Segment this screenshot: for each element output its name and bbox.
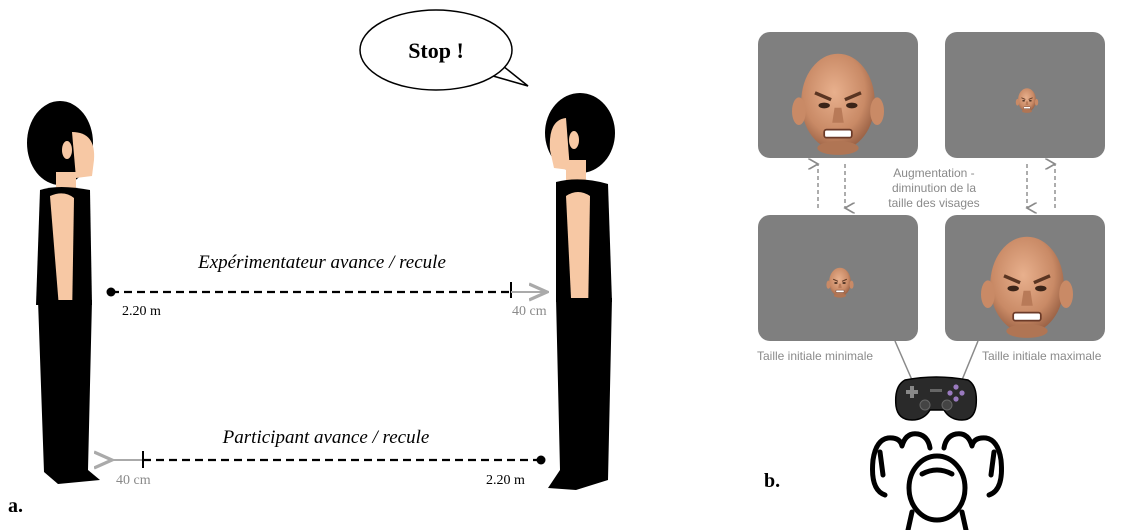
size-change-caption: Augmentation - diminution de la taille d…: [888, 166, 979, 210]
participant-end-distance: 40 cm: [116, 473, 151, 488]
gamepad-icon: [894, 376, 978, 421]
participant-arrow-caption: Participant avance / recule: [222, 427, 430, 448]
face-panel-top-right: [945, 32, 1105, 158]
hands-icon: [870, 431, 1004, 530]
experimenter-start-distance: 2.20 m: [122, 304, 161, 319]
experimenter-end-distance: 40 cm: [512, 304, 547, 319]
speech-bubble-text: Stop !: [408, 38, 464, 63]
size-change-arrows: [818, 164, 1055, 208]
caption-line-3: taille des visages: [888, 196, 979, 210]
panel-a-label: a.: [8, 495, 23, 517]
caption-line-1: Augmentation -: [893, 166, 974, 180]
experimenter-arrow-caption: Expérimentateur avance / recule: [197, 252, 446, 273]
panel-b-label: b.: [764, 470, 780, 492]
participant-start-distance: 2.20 m: [486, 473, 525, 488]
face-panel-top-left: [758, 32, 918, 158]
speech-bubble: Stop !: [359, 9, 529, 91]
caption-max-size: Taille initiale maximale: [982, 349, 1102, 363]
participant-distance-arrow: Participant avance / recule 40 cm 2.20 m: [110, 427, 546, 488]
caption-min-size: Taille initiale minimale: [757, 349, 873, 363]
caption-line-2: diminution de la: [892, 181, 976, 195]
participant-figure: [27, 101, 100, 484]
experimenter-figure: [545, 93, 615, 490]
face-panel-bottom-left: [758, 215, 918, 341]
experimenter-distance-arrow: Expérimentateur avance / recule 2.20 m 4…: [106, 252, 547, 319]
end-point-marker: [536, 455, 546, 465]
face-panel-bottom-right: [945, 215, 1105, 341]
